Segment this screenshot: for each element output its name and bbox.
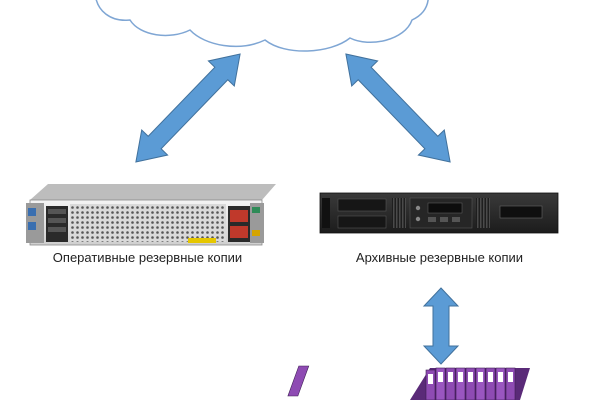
tape-library-image [319, 192, 559, 234]
arrow-cloud-server [135, 53, 241, 163]
arrow-cloud-library [345, 53, 451, 163]
tape-cartridges-image [287, 365, 530, 401]
primary-backup-label: Оперативные резервные копии [52, 250, 243, 265]
cloud-shape [95, 0, 429, 52]
rack-server-image [26, 184, 276, 246]
arrow-library-cartridges [422, 287, 460, 365]
archive-backup-label: Архивные резервные копии [355, 250, 524, 265]
